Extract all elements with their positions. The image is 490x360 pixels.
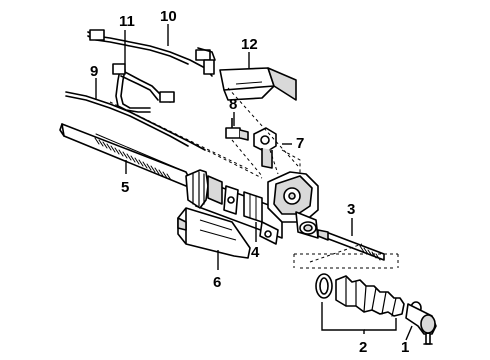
callout-6: 6 [213,274,221,291]
callout-2: 2 [359,339,367,356]
pressure-line-part-10 [87,29,216,77]
heat-shield-part-12 [219,67,297,101]
gear-housing-part-4 [185,169,319,245]
callout-11: 11 [119,13,135,30]
tie-rod-end-part-1 [405,303,437,345]
lower-shield-part-6 [177,207,251,259]
return-line-part-11 [112,63,175,113]
tie-rod-part-3 [317,229,385,261]
callout-1: 1 [401,339,409,356]
callout-12: 12 [241,36,258,53]
boot-kit-part-2 [315,273,422,317]
callout-labels: 11 10 12 9 8 7 5 4 6 3 2 1 [90,8,409,356]
valve-fitting-part-7 [253,127,277,169]
callout-4: 4 [251,244,260,261]
leader-lines [95,24,413,341]
inner-rack-part-5 [59,123,191,187]
callout-9: 9 [90,63,98,80]
callout-10: 10 [160,8,177,25]
guide-lines [109,87,399,269]
callout-3: 3 [347,201,355,218]
callout-7: 7 [296,135,304,152]
callout-8: 8 [229,96,237,113]
callout-5: 5 [121,179,129,196]
fitting-part-8 [225,118,249,141]
